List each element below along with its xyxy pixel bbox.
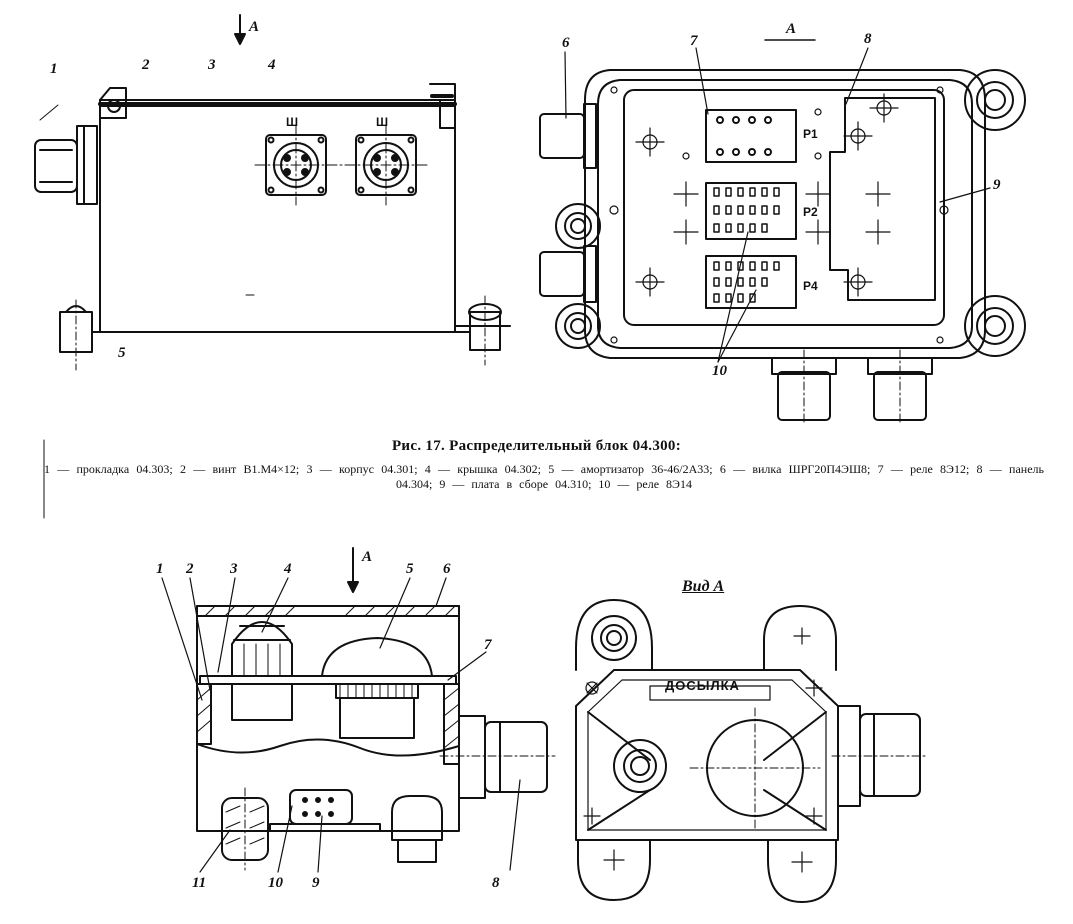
callout-3-bottom-left: 3 <box>230 561 238 577</box>
relay-label-p1: P1 <box>803 127 818 141</box>
figure-number: Рис. 17. <box>391 438 446 454</box>
side-view-top-left <box>34 14 511 371</box>
callout-5-top-left: 5 <box>118 345 126 361</box>
callout-3-top-left: 3 <box>208 57 216 73</box>
callout-7-bottom-left: 7 <box>484 637 492 653</box>
figure-caption-title: Рис. 17. Распределительный блок 04.300: <box>0 438 1073 455</box>
callout-9-bottom-left: 9 <box>312 875 320 891</box>
callout-6-top-right: 6 <box>562 35 570 51</box>
relay-label-p4: P4 <box>803 279 818 293</box>
figure-title: Распределительный блок 04.300: <box>449 438 682 454</box>
callout-9-top-right: 9 <box>993 177 1001 193</box>
callout-10-top-right: 10 <box>712 363 727 379</box>
view-arrow-label-top-left: A <box>249 19 260 35</box>
section-view-bottom-left <box>161 547 556 873</box>
callout-1-top-left: 1 <box>50 61 58 77</box>
connector-label-right: Ш <box>376 115 389 129</box>
view-a-title: Вид A <box>682 578 725 595</box>
figure-legend: 1 — прокладка 04.303; 2 — винт В1.М4×12;… <box>44 462 1044 491</box>
callout-7-top-right: 7 <box>690 33 698 49</box>
relay-label-p2: P2 <box>803 205 818 219</box>
view-arrow-label-bottom-left: A <box>362 549 373 565</box>
callout-6-bottom-left: 6 <box>443 561 451 577</box>
callout-1-bottom-left: 1 <box>156 561 164 577</box>
callout-8-bottom-left: 8 <box>492 875 500 891</box>
view-a-bottom-right <box>575 599 929 903</box>
plan-view-top-right <box>539 39 1026 426</box>
callout-5-bottom-left: 5 <box>406 561 414 577</box>
connector-label-left: Ш <box>286 115 299 129</box>
plate-text: ДОСЫЛКА <box>665 678 740 693</box>
callout-10-bottom-left: 10 <box>268 875 283 891</box>
callout-4-bottom-left: 4 <box>284 561 292 577</box>
callout-2-top-left: 2 <box>142 57 150 73</box>
callout-8-top-right: 8 <box>864 31 872 47</box>
view-mark-top-right: A <box>786 21 797 37</box>
callout-2-bottom-left: 2 <box>186 561 194 577</box>
callout-11-bottom-left: 11 <box>192 875 207 891</box>
callout-4-top-left: 4 <box>268 57 276 73</box>
